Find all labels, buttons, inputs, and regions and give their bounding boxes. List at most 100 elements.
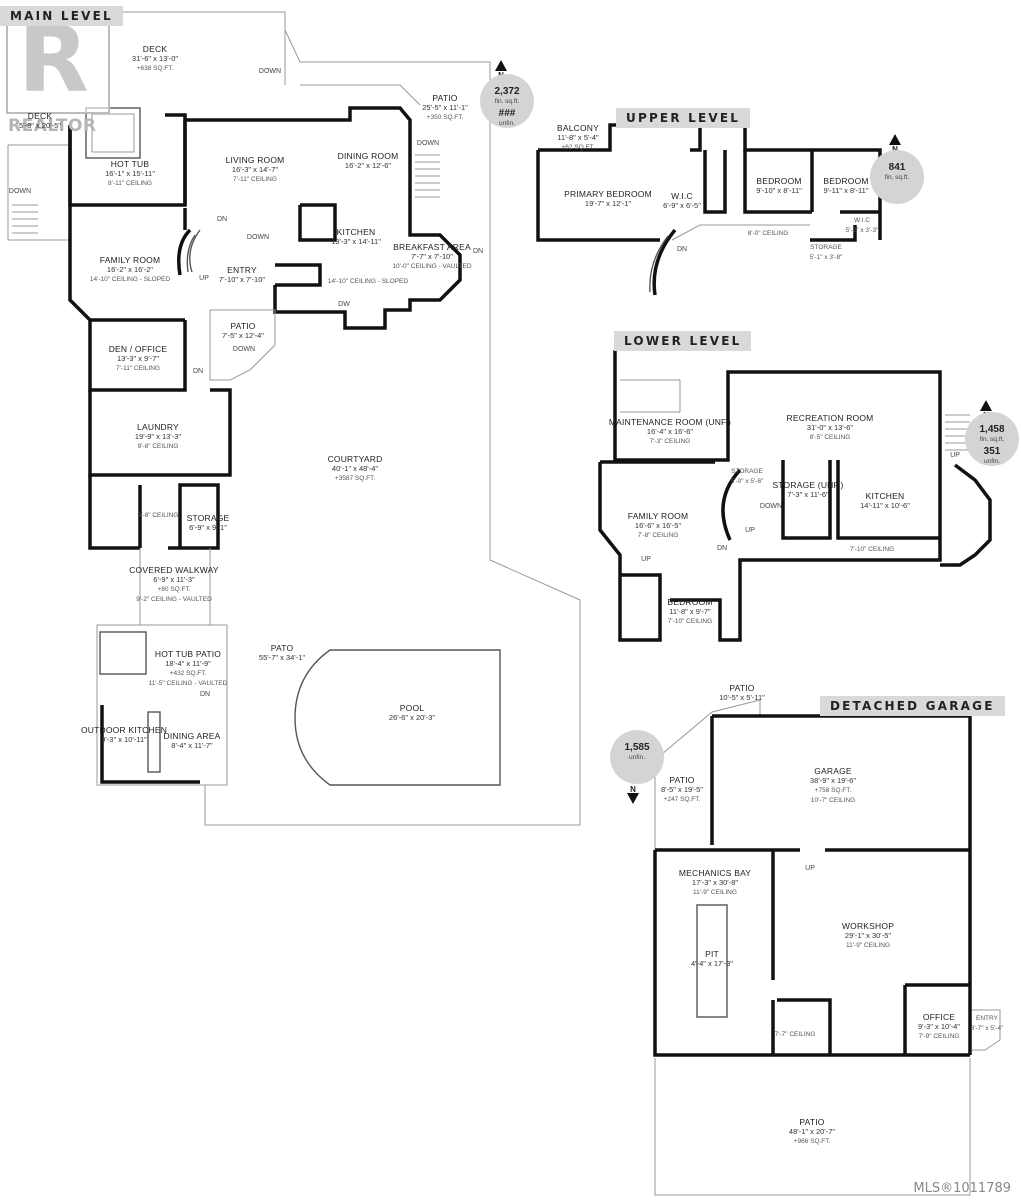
stairs-courtyard xyxy=(415,154,440,198)
tag-down-hall: DOWN xyxy=(246,234,270,241)
realtor-wordmark: REALTOR xyxy=(8,116,97,136)
north-arrow-icon xyxy=(495,60,507,71)
tag-dw: DW xyxy=(338,301,350,308)
garage-walls xyxy=(712,714,972,1055)
living-dining-walls xyxy=(185,106,412,205)
tag-down-deck: DOWN xyxy=(258,68,282,75)
pavilion-hot-tub xyxy=(99,631,147,675)
tag-down-lower: DOWN xyxy=(759,503,783,510)
bath-walls xyxy=(88,475,140,550)
area-badge-upper: 841 fin. sq.ft. xyxy=(870,150,924,204)
realtor-r-mark: R xyxy=(18,6,89,113)
tag-up-lower-right: UP xyxy=(950,452,960,459)
north-arrow-icon xyxy=(889,134,901,145)
family-room-walls xyxy=(68,208,187,392)
tag-down-left: DOWN xyxy=(8,188,32,195)
garage-bath-ceiling: 7'-7" CEILING xyxy=(774,1031,816,1038)
patio-entry-outline xyxy=(209,309,276,381)
laundry-walls xyxy=(88,388,232,477)
kitchen-breakfast-walls xyxy=(273,205,462,330)
compass-garage: N xyxy=(622,778,644,804)
tag-dn-breakfast: DN xyxy=(472,248,484,255)
lower-level-banner: LOWER LEVEL xyxy=(614,331,752,351)
compass-upper: N xyxy=(884,134,906,160)
pool-shape xyxy=(294,649,501,786)
garage-patio-left xyxy=(654,699,761,850)
tag-down-patio-entry: DOWN xyxy=(232,346,256,353)
tag-up-stair: UP xyxy=(199,275,209,282)
upper-ceiling: 8'-0" CEILING xyxy=(747,230,789,237)
pit-shape xyxy=(696,904,728,1018)
lower-top-walls xyxy=(613,350,942,462)
workshop-walls xyxy=(653,850,970,1057)
mls-number: MLS®1011789 xyxy=(913,1181,1011,1196)
courtyard-boundary xyxy=(204,29,581,826)
primary-bedroom-walls xyxy=(536,150,660,242)
spiral-stair-main xyxy=(177,228,192,276)
tag-up-lower-family: UP xyxy=(641,556,651,563)
area-badge-lower: 1,458 fin. sq.ft. 351 unfin. xyxy=(965,412,1019,466)
lower-bedroom-walls xyxy=(670,460,942,642)
upper-level-banner: UPPER LEVEL xyxy=(616,108,751,128)
detached-garage-banner: DETACHED GARAGE xyxy=(820,696,1005,716)
spiral-stair-upper xyxy=(652,228,677,296)
pavilion-outline xyxy=(96,624,228,786)
tag-dn-pavilion: DN xyxy=(199,691,211,698)
spiral-stair-lower xyxy=(721,468,742,541)
garage-patio-bottom xyxy=(654,1058,971,1196)
tag-dn-upper: DN xyxy=(676,246,688,253)
tag-dn-stair: DN xyxy=(216,216,228,223)
tag-down-patio: DOWN xyxy=(416,140,440,147)
north-arrow-icon xyxy=(980,400,992,411)
storage-walls xyxy=(168,483,220,550)
north-arrow-icon xyxy=(627,793,639,804)
wic-walls xyxy=(703,150,727,214)
patio-top-outline xyxy=(300,84,421,106)
hot-tub-shape xyxy=(85,107,141,159)
stairs-left xyxy=(12,204,38,234)
lower-family-walls xyxy=(598,462,662,642)
area-badge-garage: 1,585 unfin. xyxy=(610,730,664,784)
tag-dn-lower: DN xyxy=(716,545,728,552)
storage-unf-walls xyxy=(781,460,832,540)
bath-ceiling: 9'-8" CEILING xyxy=(137,512,179,519)
main-level-banner: MAIN LEVEL xyxy=(0,6,123,26)
kitchen-ceiling: 14'-10" CEILING - SLOPED xyxy=(327,278,409,285)
tag-up-lower: UP xyxy=(745,527,755,534)
area-badge-main: 2,372 fin. sq.ft. ### unfin. xyxy=(480,74,534,128)
